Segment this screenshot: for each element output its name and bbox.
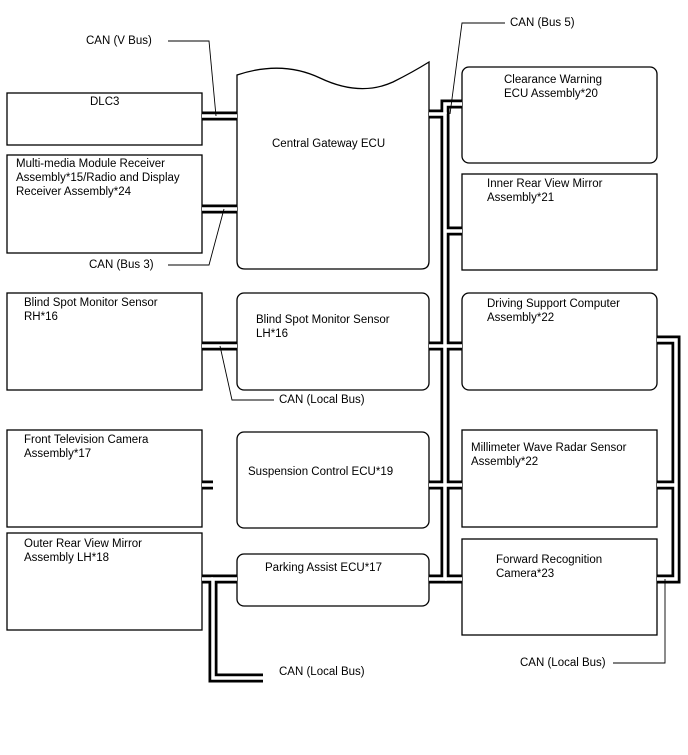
label-leader-lines <box>168 22 666 664</box>
mmw-radar-box <box>461 429 658 528</box>
can-local-bus-label-2: CAN (Local Bus) <box>279 666 365 678</box>
bsm-lh-label: Blind Spot Monitor Sensor LH*16 <box>256 314 390 340</box>
can-bus-lines <box>202 99 681 683</box>
bsm-lh-box <box>236 292 430 391</box>
clearance-warning-label: Clearance Warning ECU Assembly*20 <box>504 74 603 100</box>
bsm-rh-label: Blind Spot Monitor Sensor RH*16 <box>24 297 158 323</box>
suspension-label: Suspension Control ECU*19 <box>248 466 394 478</box>
central-gateway-label: Central Gateway ECU <box>272 138 386 150</box>
can-bus5-label: CAN (Bus 5) <box>510 17 575 29</box>
central-gateway-box <box>236 60 430 270</box>
mm-receiver-label: Multi-media Module Receiver Assembly*15/… <box>16 158 180 198</box>
suspension-box <box>236 431 430 529</box>
can-local-bus-label-3: CAN (Local Bus) <box>520 657 606 669</box>
can-v-bus-label: CAN (V Bus) <box>86 35 152 47</box>
mm-receiver-box <box>6 154 203 254</box>
inner-mirror-box <box>461 173 658 271</box>
clearance-warning-box <box>461 66 658 164</box>
driving-support-label: Driving Support Computer Assembly*22 <box>487 298 620 324</box>
dlc3-label: DLC3 <box>90 96 120 108</box>
inner-mirror-label: Inner Rear View Mirror Assembly*21 <box>487 178 603 204</box>
parking-assist-label: Parking Assist ECU*17 <box>265 562 382 574</box>
forward-camera-box <box>461 538 658 636</box>
front-tv-camera-label: Front Television Camera Assembly*17 <box>24 434 149 460</box>
forward-camera-label: Forward Recognition Camera*23 <box>496 554 603 580</box>
can-local-bus-label-1: CAN (Local Bus) <box>279 394 365 406</box>
front-tv-camera-box <box>6 429 203 528</box>
can-bus3-label: CAN (Bus 3) <box>89 259 154 271</box>
outer-mirror-lh-label: Outer Rear View Mirror Assembly LH*18 <box>24 538 143 564</box>
mmw-radar-label: Millimeter Wave Radar Sensor Assembly*22 <box>471 442 627 468</box>
